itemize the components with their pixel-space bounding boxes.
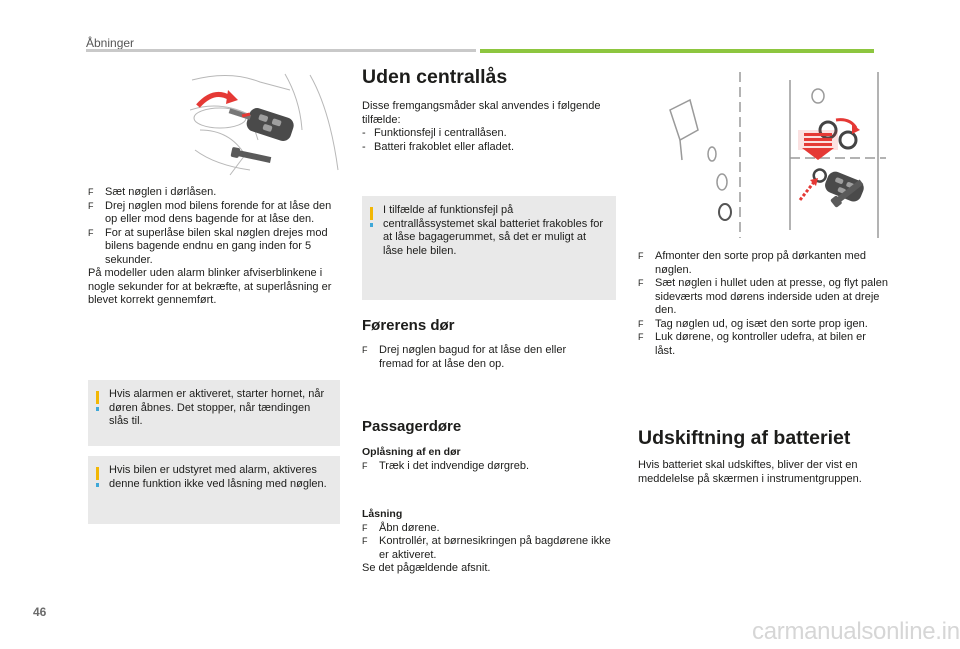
bullet-icon: F (638, 251, 644, 261)
note-marker-icon (96, 467, 99, 480)
list-item: -Funktionsfejl i centrallåsen. (362, 127, 507, 139)
bullet-icon: F (362, 345, 368, 355)
superlock-paragraph: På modeller uden alarm blinker afviserbl… (88, 267, 332, 306)
bullet-icon: F (362, 522, 368, 533)
note-marker-dot-icon (96, 483, 99, 487)
note-marker-icon (370, 207, 373, 220)
bullet-icon: F (638, 318, 644, 329)
header-rule-green (480, 49, 874, 53)
page-number: 46 (33, 605, 47, 619)
subheading-unlock: Oplåsning af en dør (362, 446, 461, 458)
note-text: Hvis alarmen er aktiveret, starter horne… (109, 388, 325, 427)
dash-icon: - (362, 127, 366, 139)
dash-icon: - (362, 140, 366, 153)
see-also-text: Se det pågældende afsnit. (362, 562, 491, 574)
section-heading-uden-centrallaas: Uden centrallås (362, 66, 508, 88)
battery-text: Hvis batteriet skal udskiftes, bliver de… (638, 459, 862, 485)
bullet-icon: F (88, 227, 94, 238)
bullet-icon: F (88, 200, 94, 211)
note-box-alarm-lock: Hvis bilen er udstyret med alarm, aktive… (88, 456, 340, 524)
door-edge-lock-illustration (640, 70, 886, 240)
list-item: -Batteri frakoblet eller afladet. (362, 140, 515, 153)
intro-text: Disse fremgangsmåder skal anvendes i føl… (362, 100, 601, 126)
bullet-icon: F (88, 187, 94, 197)
heading-passenger-doors: Passagerdøre (362, 418, 462, 435)
bullet-icon: F (638, 332, 644, 342)
bullet-icon: F (362, 536, 368, 546)
note-box-battery-disconnect: I tilfælde af funktionsfejl på centrallå… (362, 196, 616, 300)
note-marker-icon (96, 391, 99, 404)
watermark-logo: carmanualsonline.info (752, 618, 960, 645)
bullet-icon: F (638, 278, 644, 288)
door-lock-key-illustration (189, 70, 340, 178)
note-box-alarm: Hvis alarmen er aktiveret, starter horne… (88, 380, 340, 446)
note-marker-dot-icon (96, 407, 99, 411)
section-title: Åbninger (86, 36, 135, 50)
note-text: I tilfælde af funktionsfejl på centrallå… (383, 204, 604, 257)
note-text: Hvis bilen er udstyret med alarm, aktive… (109, 464, 327, 490)
subheading-lock: Låsning (362, 508, 403, 520)
bullet-icon: F (362, 460, 368, 471)
section-heading-battery-replacement: Udskiftning af batteriet (638, 427, 851, 449)
col2-intro: Disse fremgangsmåder skal anvendes i føl… (362, 100, 602, 154)
heading-drivers-door: Førerens dør (362, 317, 455, 334)
header-rule-grey (86, 49, 476, 52)
note-marker-dot-icon (370, 223, 373, 227)
